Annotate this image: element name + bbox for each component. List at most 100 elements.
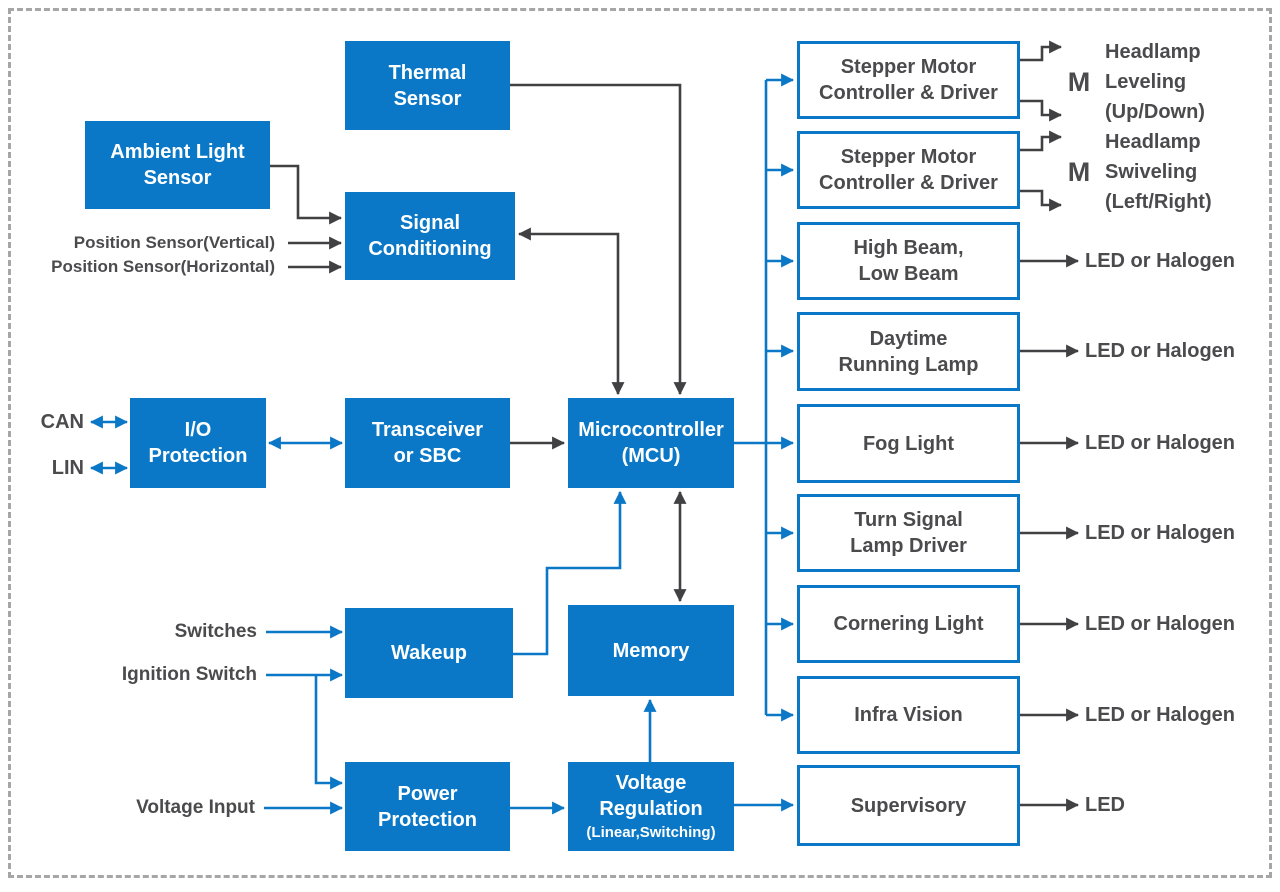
block-thermal-sensor-text-1: Sensor bbox=[393, 87, 462, 110]
wire-wakeup-mcu bbox=[513, 490, 627, 656]
label-switches-text-0: Switches bbox=[174, 621, 257, 642]
label-led-or-halogen-1: LED or Halogen bbox=[1085, 247, 1265, 275]
block-high-beam-low-beam-text-1: Low Beam bbox=[858, 263, 959, 285]
block-cornering-light: Cornering Light bbox=[797, 585, 1020, 663]
wire-ambient-signal-conditioning bbox=[270, 164, 343, 225]
block-transceiver-or-sbc-text-1: or SBC bbox=[393, 445, 462, 467]
block-power-protection-text-1: Protection bbox=[378, 808, 477, 831]
wire-stepper1-motor-top bbox=[1020, 40, 1063, 62]
label-position-sensor-vertical-text-0: Position Sensor(Vertical) bbox=[73, 233, 275, 252]
label-led-or-halogen-1-text-0: LED or Halogen bbox=[1085, 249, 1236, 272]
label-position-sensor-vertical: Position Sensor(Vertical) bbox=[35, 229, 275, 257]
label-switches: Switches bbox=[95, 618, 257, 646]
label-headlamp-swiveling-text-0: Headlamp bbox=[1105, 131, 1201, 153]
block-signal-conditioning-text-1: Conditioning bbox=[368, 238, 492, 260]
label-led-text-0: LED bbox=[1085, 793, 1125, 816]
block-stepper-motor-driver-1-text-0: Stepper Motor bbox=[840, 56, 977, 78]
block-microcontroller-mcu-text-1: (MCU) bbox=[621, 445, 681, 467]
label-ignition-switch-text-0: Ignition Switch bbox=[121, 664, 257, 685]
wire-stepper2-motor-top bbox=[1020, 130, 1063, 152]
label-headlamp-swiveling-text-2: (Left/Right) bbox=[1105, 191, 1212, 213]
block-stepper-motor-driver-1-text-1: Controller & Driver bbox=[819, 82, 998, 104]
label-lin: LIN bbox=[20, 454, 84, 482]
block-ambient-light-sensor-text-0: Ambient Light bbox=[110, 141, 245, 163]
label-led-or-halogen-4-text-0: LED or Halogen bbox=[1085, 521, 1236, 544]
label-led-or-halogen-2: LED or Halogen bbox=[1085, 337, 1265, 365]
label-led-or-halogen-3: LED or Halogen bbox=[1085, 429, 1265, 457]
wire-ignition-power-protection bbox=[314, 675, 344, 790]
block-infra-vision: Infra Vision bbox=[797, 676, 1020, 754]
block-io-protection-text-1: Protection bbox=[148, 445, 248, 467]
label-headlamp-leveling-text-0: Headlamp bbox=[1105, 41, 1201, 63]
block-memory: Memory bbox=[568, 605, 734, 696]
block-wakeup: Wakeup bbox=[345, 608, 513, 698]
wire-stepper2-motor-bottom bbox=[1020, 189, 1063, 212]
motor-symbol-2-text-0: M bbox=[1067, 156, 1091, 187]
label-ignition-switch: Ignition Switch bbox=[55, 661, 257, 689]
label-led-or-halogen-5: LED or Halogen bbox=[1085, 610, 1265, 638]
label-led-or-halogen-2-text-0: LED or Halogen bbox=[1085, 339, 1236, 362]
block-signal-conditioning-text-0: Signal bbox=[399, 212, 460, 234]
wire-stepper1-motor-bottom bbox=[1020, 99, 1063, 122]
block-io-protection: I/O Protection bbox=[130, 398, 266, 488]
block-fog-light: Fog Light bbox=[797, 404, 1020, 483]
label-can-text-0: CAN bbox=[40, 410, 84, 433]
block-daytime-running-lamp-text-0: Daytime bbox=[869, 327, 948, 350]
label-led-or-halogen-6: LED or Halogen bbox=[1085, 701, 1265, 729]
label-led-or-halogen-3-text-0: LED or Halogen bbox=[1085, 431, 1236, 454]
block-microcontroller-mcu-text-0: Microcontroller bbox=[578, 419, 724, 441]
block-wakeup-text-0: Wakeup bbox=[391, 642, 467, 664]
block-supervisory-text-0: Supervisory bbox=[850, 794, 967, 817]
wire-thermal-mcu bbox=[510, 83, 687, 396]
motor-symbol-1-text-0: M bbox=[1067, 66, 1091, 97]
block-cornering-light-text-0: Cornering Light bbox=[833, 613, 984, 635]
block-thermal-sensor-text-0: Thermal bbox=[388, 61, 467, 84]
block-turn-signal-lamp-driver-text-0: Turn Signal bbox=[854, 509, 963, 531]
block-transceiver-or-sbc: Transceiver or SBC bbox=[345, 398, 510, 488]
block-microcontroller-mcu: Microcontroller (MCU) bbox=[568, 398, 734, 488]
block-daytime-running-lamp-text-1: Running Lamp bbox=[838, 353, 979, 376]
label-headlamp-leveling-text-1: Leveling bbox=[1105, 71, 1187, 93]
block-high-beam-low-beam-text-0: High Beam, bbox=[853, 237, 964, 259]
label-led-or-halogen-6-text-0: LED or Halogen bbox=[1085, 703, 1236, 726]
label-led-or-halogen-4: LED or Halogen bbox=[1085, 519, 1265, 547]
block-infra-vision-text-0: Infra Vision bbox=[854, 704, 963, 726]
motor-symbol-2: M bbox=[1063, 156, 1095, 188]
block-voltage-regulation-text-1: Regulation bbox=[599, 797, 703, 820]
label-led-or-halogen-5-text-0: LED or Halogen bbox=[1085, 612, 1236, 635]
label-position-sensor-horizontal-text-0: Position Sensor(Horizontal) bbox=[51, 257, 275, 276]
block-ambient-light-sensor-text-1: Sensor bbox=[143, 167, 212, 189]
block-fog-light-text-0: Fog Light bbox=[862, 432, 955, 455]
block-turn-signal-lamp-driver-text-1: Lamp Driver bbox=[850, 535, 967, 557]
label-led: LED bbox=[1085, 791, 1165, 819]
block-voltage-regulation-text-0: Voltage bbox=[615, 771, 687, 794]
label-lin-text-0: LIN bbox=[51, 456, 84, 479]
block-high-beam-low-beam: High Beam, Low Beam bbox=[797, 222, 1020, 300]
block-power-protection-text-0: Power bbox=[397, 782, 458, 805]
block-io-protection-text-0: I/O bbox=[184, 419, 212, 441]
label-headlamp-swiveling-text-1: Swiveling bbox=[1105, 161, 1198, 183]
motor-symbol-1: M bbox=[1063, 66, 1095, 98]
label-voltage-input-text-0: Voltage Input bbox=[136, 797, 255, 818]
label-voltage-input: Voltage Input bbox=[75, 794, 255, 822]
label-can: CAN bbox=[20, 408, 84, 436]
block-transceiver-or-sbc-text-0: Transceiver bbox=[371, 419, 484, 441]
wire-signal-conditioning-mcu bbox=[517, 227, 625, 396]
label-position-sensor-horizontal: Position Sensor(Horizontal) bbox=[25, 253, 275, 281]
block-stepper-motor-driver-2-text-0: Stepper Motor bbox=[840, 146, 977, 168]
block-supervisory: Supervisory bbox=[797, 765, 1020, 846]
block-voltage-regulation-text-2: (Linear,Switching) bbox=[586, 823, 716, 841]
block-memory-text-0: Memory bbox=[612, 639, 690, 662]
block-stepper-motor-driver-2-text-1: Controller & Driver bbox=[819, 172, 998, 194]
